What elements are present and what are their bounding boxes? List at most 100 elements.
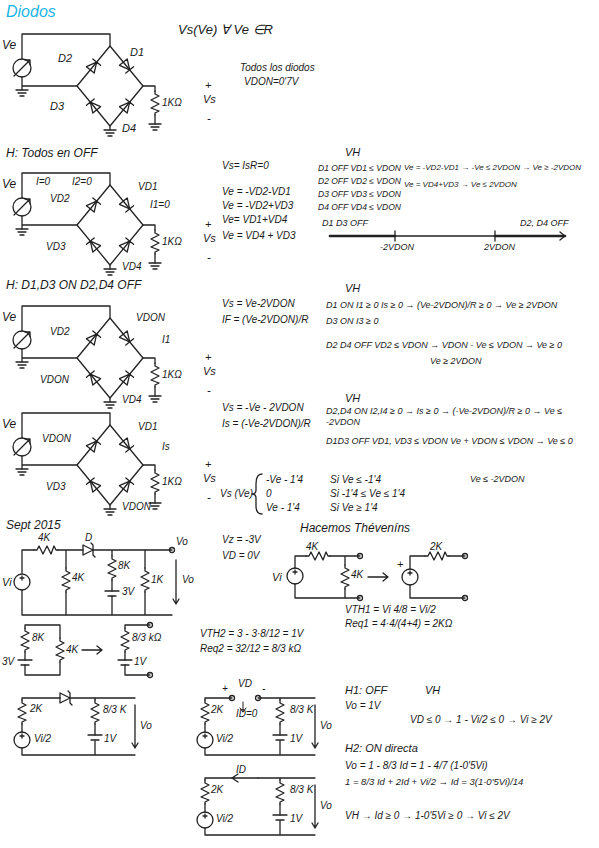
handwritten-note: Si Ve ≥ 1'4	[330, 502, 378, 514]
handwritten-note: VD3	[46, 241, 65, 253]
handwritten-note: 1KΩ	[162, 476, 182, 488]
circuit-stroke	[91, 700, 99, 724]
circuit-stroke	[18, 660, 32, 665]
handwritten-note: VTH1 = Vi 4/8 = Vi/2	[345, 604, 436, 616]
handwritten-note: Hacemos Théveníns	[300, 521, 410, 535]
handwritten-note: Si Ve ≤ -1'4	[330, 474, 381, 486]
circuit-stroke	[330, 235, 395, 238]
handwritten-note: H: D1,D3 ON D2,D4 OFF	[6, 278, 141, 292]
circuit-stroke	[170, 548, 175, 553]
handwritten-note: D2 OFF VD2 ≤ VDON	[318, 176, 401, 186]
circuit-stroke	[287, 568, 303, 584]
handwritten-note: D2,D4 ON I2,I4 ≥ 0 → Is ≥ 0 → (-Ve-2VDON…	[326, 406, 595, 428]
handwritten-note: D3 ON I3 ≥ 0	[326, 316, 378, 327]
handwritten-note: Ve	[2, 38, 16, 52]
handwritten-note: +	[222, 683, 228, 695]
circuit-stroke	[18, 700, 26, 724]
handwritten-note: Vs = Ve-2VDON	[222, 298, 295, 310]
handwritten-note: D2 D4 OFF VD2 ≤ VDON → VDON - Ve ≤ VDON …	[326, 340, 562, 351]
handwritten-note: Ve = -VD2+VD3	[222, 200, 293, 212]
handwritten-note: 8/3 K	[290, 784, 313, 796]
circuit-stroke	[141, 568, 149, 592]
handwritten-note: 0	[266, 488, 272, 500]
handwritten-note: 1K	[151, 574, 163, 586]
circuit-stroke	[330, 231, 565, 241]
handwritten-note: +	[205, 79, 211, 92]
handwritten-note: Req2 = 32/12 = 8/3 kΩ	[200, 643, 301, 655]
handwritten-note: -	[207, 491, 211, 504]
handwritten-note: ID	[236, 764, 246, 776]
handwritten-note: -	[262, 683, 265, 695]
handwritten-note: 2VDON	[484, 242, 515, 253]
circuit-stroke	[22, 698, 138, 755]
circuit-stroke	[148, 623, 153, 628]
handwritten-note: D4	[122, 122, 136, 135]
circuit-stroke	[13, 34, 161, 136]
handwritten-note: Vs= IsR=0	[222, 160, 269, 172]
circuit-stroke	[463, 596, 468, 601]
handwritten-note: VD1	[138, 181, 157, 193]
handwritten-note: VD	[238, 678, 252, 690]
handwritten-note: Vo	[140, 720, 152, 732]
handwritten-note: D1 D3 OFF	[322, 218, 368, 229]
handwritten-note: Vo	[176, 536, 188, 548]
handwritten-note: H: Todos en OFF	[6, 146, 98, 160]
handwritten-note: VH	[425, 684, 440, 697]
handwritten-note: VDON=0'7V	[244, 76, 298, 88]
handwritten-note: Ve - 1'4	[266, 502, 300, 514]
handwritten-note: -2VDON	[380, 242, 414, 253]
handwritten-note: Vo	[182, 574, 194, 586]
handwritten-note: D4 OFF VD4 ≤ VDON	[318, 202, 401, 212]
handwritten-note: VD = 0V	[222, 550, 260, 562]
page-title: Diodos	[6, 2, 56, 21]
handwritten-note: D2, D4 OFF	[520, 218, 569, 229]
handwritten-note: Todos los diodos	[240, 62, 315, 74]
handwritten-note: 1 = 8/3 Id + 2Id + Vi/2 → Id = 3(1-0'5Vi…	[345, 776, 523, 787]
circuit-stroke	[197, 778, 318, 835]
handwritten-note: 1V	[104, 733, 116, 745]
handwritten-note: Vz = -3V	[222, 534, 261, 546]
handwritten-note: Vs	[203, 472, 216, 485]
handwritten-note: Vs	[203, 93, 216, 106]
handwritten-note: I2=0	[72, 176, 92, 188]
circuit-stroke	[108, 556, 116, 580]
handwritten-note: 2K	[30, 703, 42, 715]
handwritten-note: I1	[162, 334, 170, 346]
handwritten-note: Vs(Ve) ∀ Ve ∈R	[178, 22, 273, 38]
handwritten-note: 1V	[290, 733, 302, 745]
handwritten-note: D	[85, 532, 92, 544]
handwritten-note: +	[205, 218, 211, 231]
handwritten-note: VD2	[50, 193, 69, 205]
handwritten-note: Vo = 1 - 8/3 Id = 1 - 4/7 (1-0'5Vi)	[345, 760, 488, 772]
handwritten-note: IF = (Ve-2VDON)/R	[222, 314, 308, 326]
handwritten-note: 8/3 K	[103, 704, 126, 716]
handwritten-note: Vo	[320, 720, 332, 732]
circuit-stroke	[495, 235, 565, 238]
handwritten-note: I=0	[36, 176, 50, 188]
circuit-stroke	[118, 660, 132, 665]
circuit-stroke	[22, 550, 179, 615]
circuit-stroke	[62, 568, 70, 592]
handwritten-note: VH	[345, 146, 360, 159]
handwritten-note: +	[205, 458, 211, 471]
circuit-stroke	[252, 474, 262, 514]
handwritten-note: VH	[345, 392, 360, 405]
handwritten-note: +	[397, 558, 403, 571]
handwritten-note: Vo	[320, 800, 332, 812]
handwritten-note: 4K	[351, 569, 363, 581]
handwritten-note: Ve = -VD2-VD1 → -Ve ≤ 2VDON → Ve ≥ -2VDO…	[404, 163, 581, 173]
circuit-stroke	[60, 691, 72, 705]
circuit-stroke	[13, 413, 161, 515]
handwritten-note: Ve = -VD2-VD1	[222, 186, 291, 198]
handwritten-note: Vs = -Ve - 2VDON	[222, 402, 304, 414]
circuit-stroke	[341, 565, 349, 589]
circuit-stroke	[148, 673, 153, 678]
circuit-stroke	[358, 596, 363, 601]
handwritten-note: ID=0	[236, 708, 257, 720]
handwritten-note: D3	[50, 100, 64, 113]
circuit-stroke	[14, 574, 30, 590]
handwritten-note: Vi	[2, 576, 12, 589]
handwritten-note: Ve= VD1+VD4	[222, 214, 287, 226]
handwritten-note: Ve = VD4+VD3 → Ve ≤ 2VDON	[404, 180, 517, 190]
handwritten-note: 8K	[118, 560, 130, 572]
